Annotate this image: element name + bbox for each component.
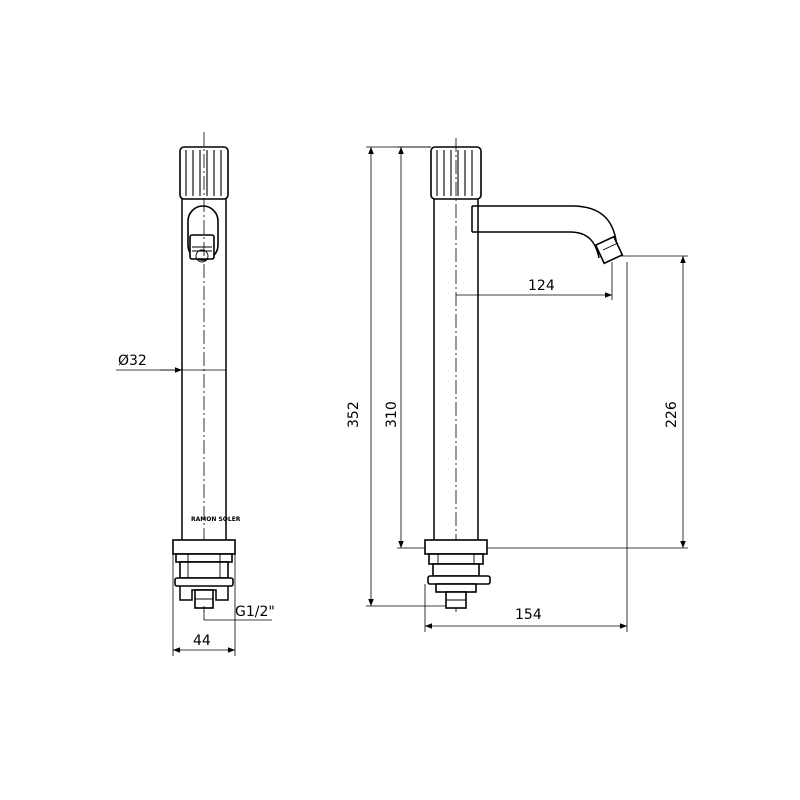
front-view: RAMON SOLER Ø32 G1/2" (116, 132, 275, 656)
dim-total-height-label: 352 (346, 401, 362, 428)
dim-base-width: 44 (172, 554, 236, 656)
dim-outlet-height-label: 226 (664, 401, 680, 428)
dim-thread-label: G1/2" (235, 604, 275, 620)
front-tube (181, 199, 227, 540)
dim-total-depth: 154 (424, 262, 628, 632)
dim-spout-reach-label: 124 (528, 278, 555, 294)
front-base (172, 539, 236, 609)
dim-outlet-height: 226 (487, 255, 688, 549)
dim-thread: G1/2" (203, 604, 275, 621)
side-tube (433, 199, 479, 540)
side-view: 352 310 226 124 154 (346, 138, 688, 632)
side-spout (471, 205, 624, 265)
dim-base-width-label: 44 (193, 633, 211, 649)
dim-spout-height: 310 (384, 146, 431, 549)
dim-total-depth-label: 154 (515, 607, 542, 623)
front-aerator (187, 205, 219, 263)
dim-spout-reach: 124 (456, 262, 613, 300)
dim-total-height: 352 (346, 146, 446, 607)
side-base (424, 539, 491, 609)
dim-diameter-label: Ø32 (118, 353, 147, 369)
brand-mark: RAMON SOLER (191, 516, 241, 523)
dim-spout-height-label: 310 (384, 401, 400, 428)
dim-diameter: Ø32 (116, 353, 226, 373)
